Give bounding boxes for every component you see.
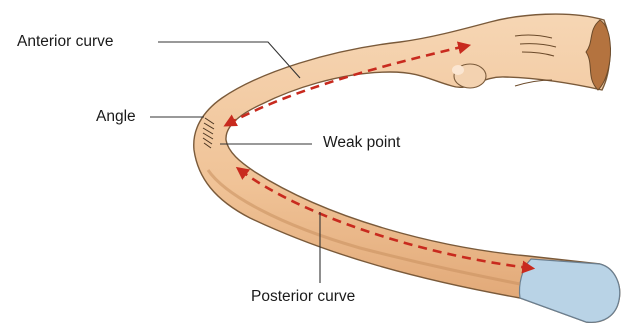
anterior-curve-label: Anterior curve xyxy=(17,34,113,50)
costal-cartilage xyxy=(519,259,619,322)
posterior-curve-label: Posterior curve xyxy=(251,289,355,305)
angle-label: Angle xyxy=(96,109,136,125)
weak-point-label: Weak point xyxy=(323,135,400,151)
